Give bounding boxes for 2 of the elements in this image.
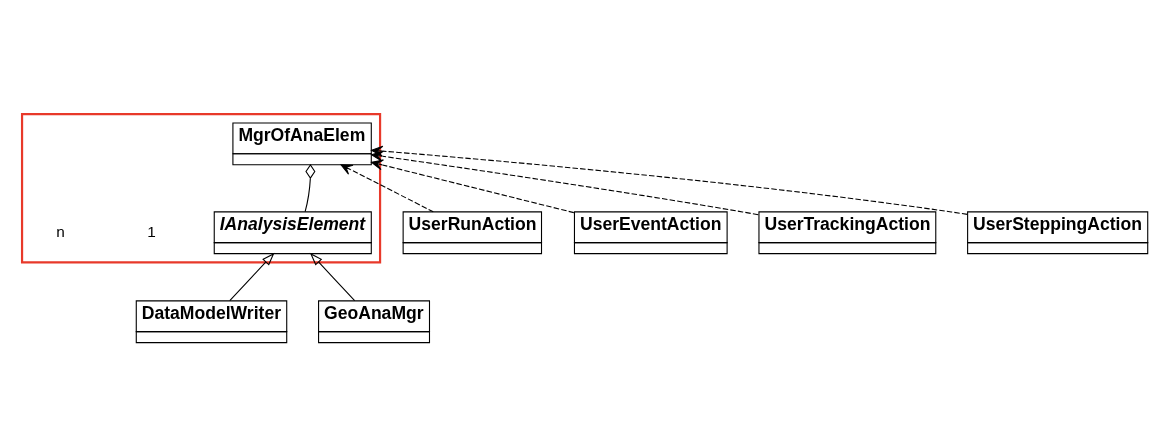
label: n: [56, 222, 65, 240]
label: 1: [147, 222, 156, 240]
